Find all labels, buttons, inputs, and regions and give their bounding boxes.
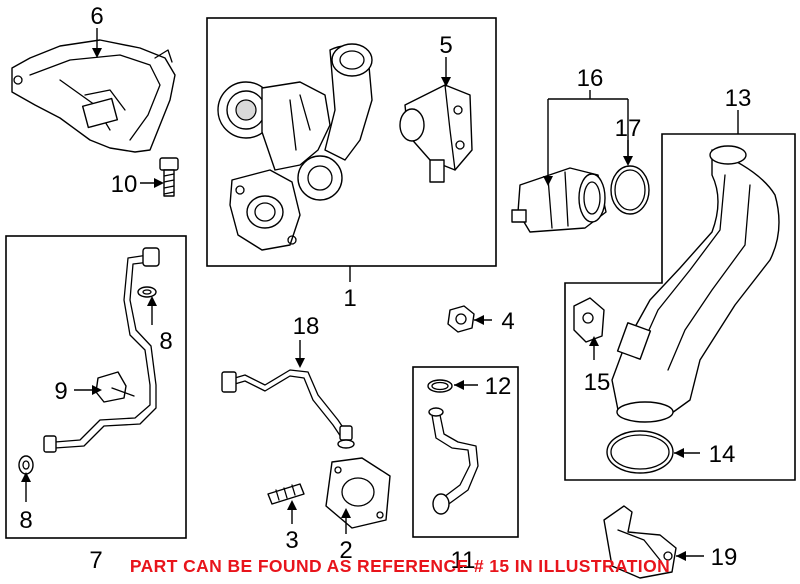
callout-numbers: 6 10 5 1 16 17 13 4 18 12 15 14 8 9 8 3 …: [19, 3, 751, 574]
arrow-19: [676, 551, 686, 561]
return-line-part-11: [428, 407, 479, 515]
wastegate-actuator-part-5: [399, 84, 473, 183]
callout-3: 3: [285, 527, 298, 554]
callout-5: 5: [439, 32, 452, 59]
stud-part-3: [267, 483, 305, 505]
o-ring-part-17: [610, 165, 650, 215]
arrowheads: [21, 48, 686, 561]
callout-14: 14: [709, 441, 736, 468]
group-frame-11: [412, 366, 519, 538]
arrow-6: [92, 48, 102, 58]
washer-part-8-lower: [18, 455, 34, 475]
callout-18: 18: [293, 313, 320, 340]
callout-11: 11: [451, 547, 476, 574]
seal-part-12: [427, 379, 453, 393]
turbocharger-part-1: [217, 43, 373, 251]
callout-7: 7: [89, 547, 102, 574]
connector-part-16: [511, 167, 607, 233]
seal-part-14: [606, 430, 674, 474]
arrow-14: [674, 448, 684, 458]
clamp-part-9: [95, 371, 135, 403]
callout-9: 9: [54, 378, 67, 405]
callout-6: 6: [90, 3, 103, 30]
feed-line-part-7: [43, 247, 160, 453]
callout-10: 10: [111, 171, 138, 198]
callout-4: 4: [501, 308, 514, 335]
callout-16: 16: [577, 65, 604, 92]
leader-lines: [25, 28, 739, 557]
callout-15: 15: [584, 369, 611, 396]
arrow-15: [589, 336, 599, 346]
bracket-part-15: [573, 297, 605, 343]
arrow-8-upper: [147, 296, 157, 306]
arrow-8-lower: [21, 472, 31, 482]
bolt-part-10: [159, 157, 179, 197]
callout-17: 17: [615, 115, 642, 142]
callout-12: 12: [485, 373, 512, 400]
arrow-16a: [543, 176, 553, 186]
callout-8-upper: 8: [159, 328, 172, 355]
nut-part-4: [447, 305, 475, 333]
arrow-12: [454, 380, 464, 390]
callout-8-lower: 8: [19, 507, 32, 534]
arrow-5: [441, 77, 451, 87]
callout-1: 1: [343, 285, 356, 312]
charge-pipe-part-13: [611, 145, 780, 423]
bracket-part-19: [603, 505, 677, 579]
arrow-4: [474, 315, 484, 325]
group-frame-13: [564, 133, 796, 481]
oil-line-part-18: [221, 369, 355, 449]
arrow-16b: [623, 156, 633, 166]
heat-shield-part-6: [11, 39, 176, 153]
arrow-10: [154, 178, 164, 188]
arrow-18: [295, 358, 305, 368]
callout-19: 19: [711, 544, 738, 571]
arrow-3: [287, 500, 297, 510]
washer-part-8-upper: [137, 286, 157, 298]
group-frame-1: [206, 17, 497, 267]
reference-notice: PART CAN BE FOUND AS REFERENCE # 15 IN I…: [129, 556, 671, 576]
group-frame-7: [5, 235, 187, 539]
arrow-2: [341, 508, 351, 518]
callout-2: 2: [339, 537, 352, 564]
callout-13: 13: [725, 85, 752, 112]
arrow-9: [92, 385, 102, 395]
gasket-part-2: [325, 457, 391, 529]
